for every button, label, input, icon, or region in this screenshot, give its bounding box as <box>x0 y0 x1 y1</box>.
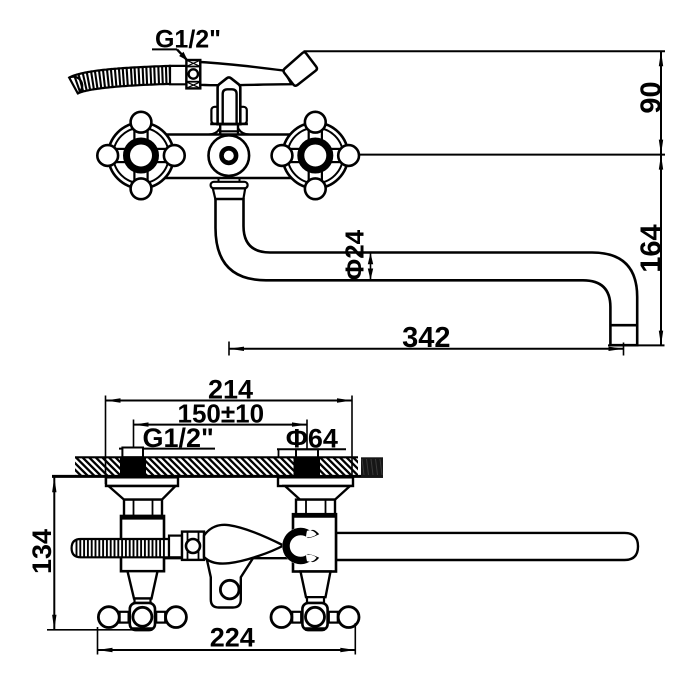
svg-text:Φ24: Φ24 <box>340 229 370 280</box>
svg-text:90: 90 <box>635 81 667 113</box>
svg-text:134: 134 <box>27 529 57 574</box>
svg-text:164: 164 <box>635 224 667 272</box>
svg-text:224: 224 <box>210 623 255 653</box>
svg-text:342: 342 <box>402 322 450 354</box>
